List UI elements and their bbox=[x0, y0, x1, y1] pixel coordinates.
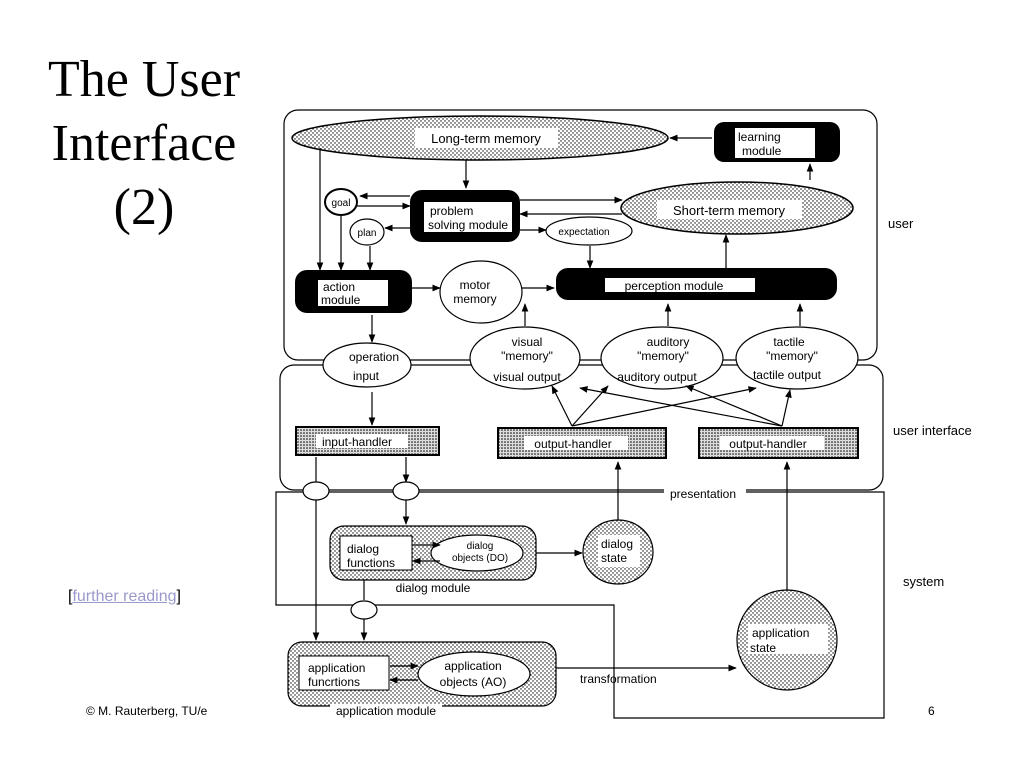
short-term-memory-label: Short-term memory bbox=[673, 203, 785, 218]
plan-label: plan bbox=[358, 228, 377, 239]
goal-label: goal bbox=[332, 198, 351, 209]
output-handler-2-label: output-handler bbox=[729, 437, 806, 451]
tactile-memory-node bbox=[735, 326, 859, 390]
dialog-functions-label-2: functions bbox=[347, 556, 395, 570]
footer-copyright: © M. Rauterberg, TU/e bbox=[86, 704, 208, 718]
dialog-objects-label-1: dialog bbox=[467, 541, 494, 552]
bracket-open: [ bbox=[68, 588, 73, 605]
tactile-memory-label-1: tactile bbox=[773, 335, 805, 349]
learning-module-label-2: module bbox=[742, 144, 782, 158]
page-number: 6 bbox=[928, 704, 935, 718]
further-reading: [further reading] bbox=[68, 588, 181, 606]
transformation-label: transformation bbox=[580, 672, 657, 686]
action-module-label-1: action bbox=[323, 280, 355, 294]
visual-output-label: visual output bbox=[493, 370, 561, 384]
long-term-memory-label: Long-term memory bbox=[431, 131, 541, 146]
perception-module-label: perception module bbox=[625, 279, 724, 293]
dialog-module-label: dialog module bbox=[396, 581, 471, 595]
motor-memory-label-1: motor bbox=[460, 278, 491, 292]
action-module-label-2: module bbox=[321, 293, 361, 307]
junction-left bbox=[302, 481, 330, 501]
application-state-label-2: state bbox=[750, 641, 776, 655]
dialog-functions-label-1: dialog bbox=[347, 542, 379, 556]
application-module-label: application module bbox=[336, 704, 436, 718]
application-objects-label-1: application bbox=[444, 659, 501, 673]
junction-lower bbox=[350, 600, 378, 620]
application-functions-label-1: application bbox=[308, 661, 365, 675]
problem-solving-label-2: solving module bbox=[428, 218, 508, 232]
output-handler-1-label: output-handler bbox=[534, 437, 611, 451]
further-reading-link[interactable]: further reading bbox=[72, 588, 177, 605]
dialog-objects-node bbox=[430, 534, 524, 572]
junction-middle bbox=[392, 481, 420, 501]
tactile-output-label: tactile output bbox=[753, 368, 822, 382]
auditory-memory-node bbox=[600, 326, 724, 390]
title-line-1: The User bbox=[47, 51, 241, 108]
title-line-3: (2) bbox=[113, 179, 175, 236]
region-label-user: user bbox=[888, 216, 914, 231]
input-handler-label: input-handler bbox=[322, 435, 392, 449]
region-label-system: system bbox=[903, 574, 944, 589]
problem-solving-label-1: problem bbox=[430, 204, 473, 218]
region-label-user-interface: user interface bbox=[893, 423, 972, 438]
tactile-memory-label-2: "memory" bbox=[766, 349, 818, 363]
title-line-2: Interface bbox=[51, 115, 237, 172]
visual-memory-label-2: "memory" bbox=[501, 349, 553, 363]
visual-memory-label-1: visual bbox=[512, 335, 543, 349]
dialog-objects-label-2: objects (DO) bbox=[452, 553, 508, 564]
system-region-box bbox=[275, 491, 885, 719]
operation-input-node bbox=[322, 342, 412, 388]
goal-node bbox=[324, 188, 358, 216]
auditory-memory-label-1: auditory bbox=[647, 335, 690, 349]
motor-memory-node bbox=[439, 260, 523, 324]
plan-node bbox=[349, 218, 385, 246]
user-interface-region-box bbox=[279, 364, 884, 491]
dialog-state-label-1: dialog bbox=[601, 537, 633, 551]
motor-memory-label-2: memory bbox=[453, 292, 496, 306]
bracket-close: ] bbox=[176, 588, 181, 605]
application-functions-label-2: funcrtions bbox=[308, 675, 360, 689]
learning-module-label-1: learning bbox=[738, 130, 781, 144]
application-state-label-1: application bbox=[752, 626, 809, 640]
expectation-label: expectation bbox=[558, 227, 609, 238]
application-objects-node bbox=[417, 651, 531, 697]
diagram-connectors bbox=[312, 134, 814, 684]
presentation-label: presentation bbox=[670, 487, 736, 501]
slide-title: The User Interface (2) bbox=[8, 48, 280, 240]
auditory-memory-label-2: "memory" bbox=[637, 349, 689, 363]
visual-memory-node bbox=[469, 326, 581, 390]
dialog-state-label-2: state bbox=[601, 551, 627, 565]
operation-label: operation bbox=[349, 350, 399, 364]
auditory-output-label: auditory output bbox=[617, 370, 697, 384]
application-objects-label-2: objects (AO) bbox=[440, 675, 507, 689]
input-label: input bbox=[353, 369, 380, 383]
